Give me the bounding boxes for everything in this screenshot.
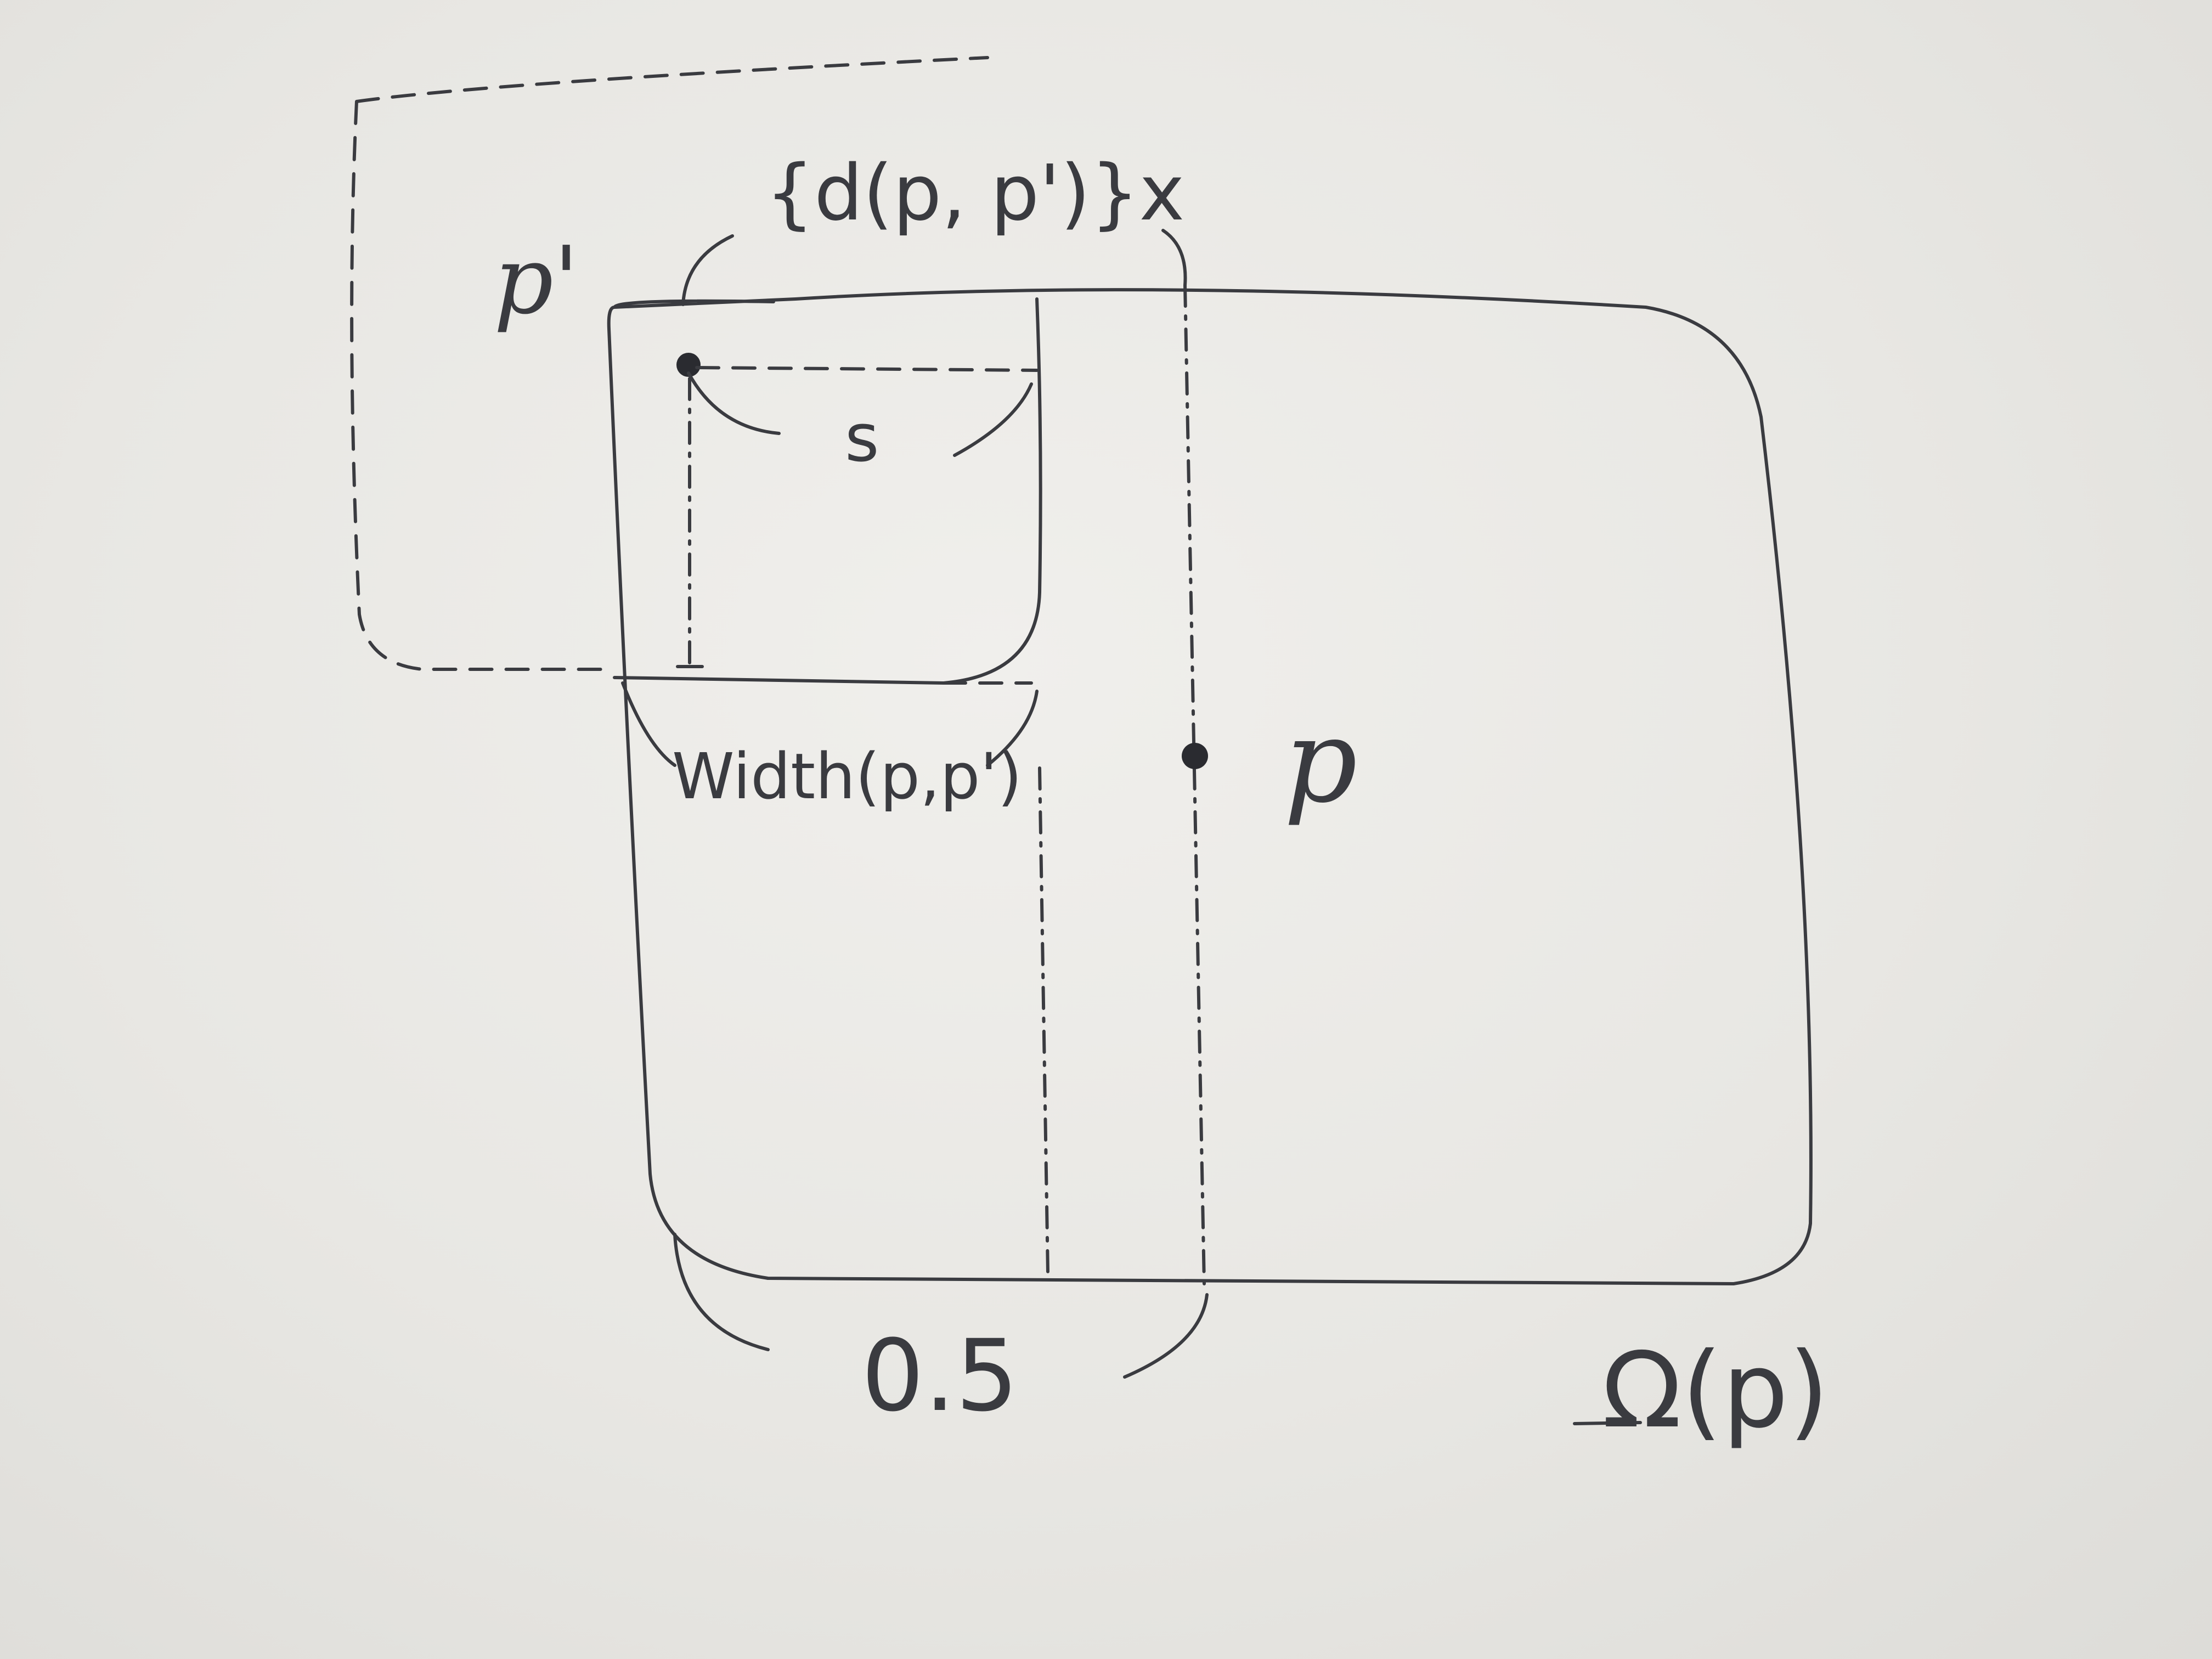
overlap-region <box>613 297 1042 685</box>
p-prime-region <box>350 56 989 671</box>
half-bracket-right <box>1123 1293 1209 1379</box>
half-line <box>1038 766 1049 1274</box>
label-omega: Ω(p) <box>1602 1330 1829 1451</box>
s-measure-line <box>695 366 1039 372</box>
s-bracket-left <box>687 371 781 435</box>
s-bracket-right <box>953 382 1033 457</box>
center-line <box>1183 284 1206 1285</box>
width-bracket-right <box>986 690 1039 767</box>
corner-point <box>676 353 701 377</box>
half-bracket-left <box>673 1233 770 1351</box>
distance-bracket <box>681 234 734 306</box>
center-line-top-hook <box>1161 229 1187 287</box>
width-bracket-left <box>621 681 676 767</box>
label-s: s <box>845 400 879 477</box>
omega-region <box>607 288 1813 1285</box>
label-p-prime: p' <box>494 227 579 335</box>
label-half: 0.5 <box>861 1319 1018 1434</box>
label-width: Width(p,p') <box>672 740 1022 814</box>
label-p: p <box>1284 694 1357 828</box>
center-point <box>1182 743 1208 769</box>
omega-underline <box>1573 1421 1642 1425</box>
label-distance: {d(p, p')}x <box>765 149 1184 238</box>
